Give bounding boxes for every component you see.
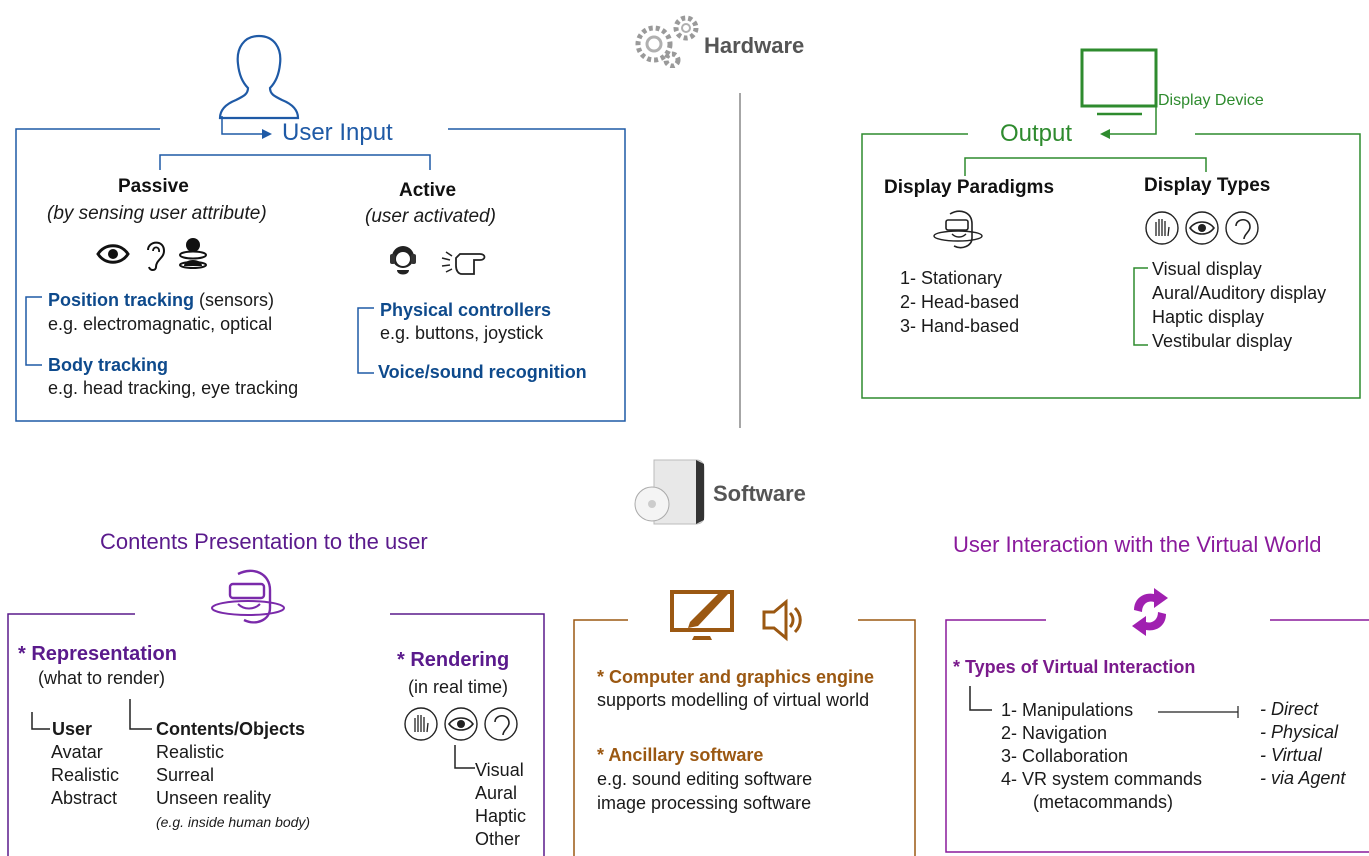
rendering-title: * Rendering (397, 649, 510, 671)
vr-head-icon (932, 208, 988, 257)
eye-icon (96, 241, 130, 272)
rendering-item: Visual (475, 760, 524, 780)
objects-item: Unseen reality (156, 788, 272, 808)
paradigm-item: 3- Hand-based (900, 316, 1020, 336)
output-title: Output (1000, 120, 1073, 147)
manipulation-mode: - Direct (1260, 699, 1318, 719)
interaction-item: 1- Manipulations (1001, 700, 1134, 720)
hardware-title: Hardware (704, 33, 805, 58)
paradigm-item: 2- Head-based (900, 292, 1020, 312)
headset-icon (388, 242, 418, 287)
position-tracking-label: Position tracking (48, 290, 195, 310)
contents-objects-subtitle: Contents/Objects (156, 719, 306, 739)
rendering-item: Aural (475, 783, 518, 803)
speaker-icon (758, 598, 806, 647)
interaction-title: User Interaction with the Virtual World (953, 532, 1322, 557)
ear-icon (144, 236, 168, 277)
physical-controllers-example: e.g. buttons, joystick (380, 323, 544, 343)
paradigm-item: 1- Stationary (900, 268, 1003, 288)
active-title: Active (399, 180, 457, 201)
ancillary-software-title: * Ancillary software (597, 745, 764, 765)
vr-headset-user-icon (208, 566, 288, 637)
senses-icons-output (1144, 210, 1264, 251)
objects-item: Realistic (156, 742, 225, 762)
display-type-item: Aural/Auditory display (1152, 283, 1327, 303)
computer-engine-desc: supports modelling of virtual world (597, 690, 870, 710)
rendering-item: Haptic (475, 806, 527, 826)
interaction-item-note: (metacommands) (1033, 792, 1174, 812)
user-input-title: User Input (282, 119, 393, 146)
manipulation-mode: - Virtual (1260, 745, 1322, 765)
display-types-title: Display Types (1144, 175, 1271, 196)
software-box-icon (628, 456, 712, 533)
software-title: Software (713, 481, 806, 506)
display-paradigms-title: Display Paradigms (884, 177, 1055, 198)
representation-subtitle: (what to render) (38, 668, 166, 688)
passive-subtitle: (by sensing user attribute) (47, 203, 267, 224)
user-subtitle: User (52, 719, 93, 739)
position-tracking-line: Position tracking (sensors) (48, 290, 274, 311)
passive-title: Passive (118, 176, 189, 197)
representation-title: * Representation (18, 643, 177, 665)
interaction-item: 2- Navigation (1001, 723, 1108, 743)
user-item: Avatar (51, 742, 103, 762)
position-tracking-example: e.g. electromagnatic, optical (48, 314, 273, 334)
objects-item: Surreal (156, 765, 215, 785)
refresh-arrows-icon (1124, 584, 1176, 645)
hardware-gears-icon (626, 8, 706, 69)
body-tracking-example: e.g. head tracking, eye tracking (48, 378, 299, 398)
types-virtual-interaction-title: * Types of Virtual Interaction (953, 657, 1196, 677)
display-type-item: Visual display (1152, 259, 1262, 279)
physical-controllers-label: Physical controllers (380, 300, 552, 320)
body-tracking-label: Body tracking (48, 355, 169, 375)
display-type-item: Haptic display (1152, 307, 1265, 327)
interaction-item: 4- VR system commands (1001, 769, 1203, 789)
user-item: Realistic (51, 765, 120, 785)
body-sensor-icon (178, 236, 208, 277)
objects-note: (e.g. inside human body) (156, 814, 311, 830)
rendering-subtitle: (in real time) (408, 677, 509, 697)
display-type-item: Vestibular display (1152, 331, 1293, 351)
computer-engine-title: * Computer and graphics engine (597, 667, 875, 687)
manipulation-mode: - via Agent (1260, 768, 1346, 788)
user-silhouette-icon (214, 30, 304, 120)
senses-icons-rendering (403, 706, 523, 747)
rendering-item: Other (475, 829, 521, 849)
interaction-item: 3- Collaboration (1001, 746, 1129, 766)
display-device-label: Display Device (1158, 92, 1264, 109)
voice-recognition-label: Voice/sound recognition (378, 362, 587, 382)
contents-title: Contents Presentation to the user (100, 529, 428, 554)
ancillary-software-line: image processing software (597, 793, 812, 813)
position-tracking-suffix: (sensors) (194, 290, 275, 310)
pointing-hand-icon (440, 248, 492, 285)
active-subtitle: (user activated) (365, 206, 496, 227)
manipulation-mode: - Physical (1260, 722, 1339, 742)
monitor-pen-icon (668, 586, 744, 647)
ancillary-software-line: e.g. sound editing software (597, 769, 813, 789)
user-item: Abstract (51, 788, 118, 808)
